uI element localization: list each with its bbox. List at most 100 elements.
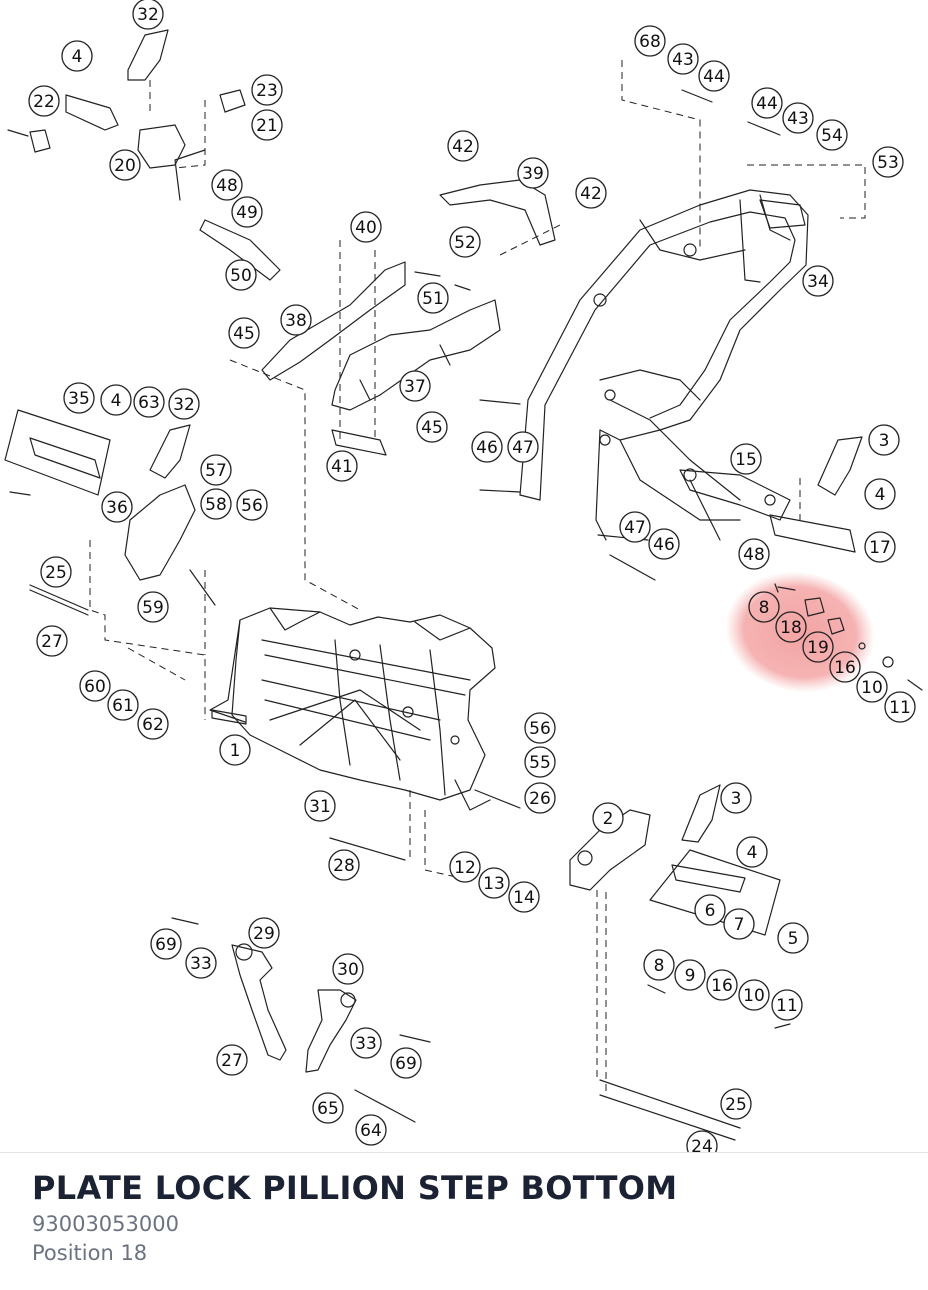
callout-6[interactable]: 6 <box>694 894 726 926</box>
callout-53[interactable]: 53 <box>872 146 904 178</box>
callout-circle <box>251 109 283 141</box>
callout-47[interactable]: 47 <box>507 431 539 463</box>
callout-label: 23 <box>256 81 278 101</box>
callout-16-highlighted[interactable]: 16 <box>829 651 861 683</box>
callout-44[interactable]: 44 <box>751 87 783 119</box>
callout-13[interactable]: 13 <box>478 867 510 899</box>
callout-27[interactable]: 27 <box>216 1044 248 1076</box>
callout-48[interactable]: 48 <box>738 538 770 570</box>
callout-11[interactable]: 11 <box>884 691 916 723</box>
callout-7[interactable]: 7 <box>723 908 755 940</box>
callout-57[interactable]: 57 <box>200 454 232 486</box>
callout-54[interactable]: 54 <box>816 119 848 151</box>
callout-64[interactable]: 64 <box>355 1114 387 1146</box>
callout-32[interactable]: 32 <box>132 0 164 30</box>
callout-1[interactable]: 1 <box>219 734 251 766</box>
callout-41[interactable]: 41 <box>326 450 358 482</box>
callout-circle <box>864 478 896 510</box>
callout-12[interactable]: 12 <box>449 851 481 883</box>
callout-45[interactable]: 45 <box>228 317 260 349</box>
callout-51[interactable]: 51 <box>417 282 449 314</box>
callout-55[interactable]: 55 <box>524 746 556 778</box>
callout-33[interactable]: 33 <box>350 1027 382 1059</box>
callout-58[interactable]: 58 <box>200 488 232 520</box>
callout-label: 30 <box>337 960 359 980</box>
callout-4[interactable]: 4 <box>736 836 768 868</box>
callout-49[interactable]: 49 <box>231 196 263 228</box>
callout-23[interactable]: 23 <box>251 74 283 106</box>
callout-35[interactable]: 35 <box>63 382 95 414</box>
callout-18-highlighted[interactable]: 18 <box>775 611 807 643</box>
callout-50[interactable]: 50 <box>225 259 257 291</box>
callout-21[interactable]: 21 <box>251 109 283 141</box>
callout-10[interactable]: 10 <box>738 979 770 1011</box>
callout-56[interactable]: 56 <box>236 489 268 521</box>
callout-47[interactable]: 47 <box>619 511 651 543</box>
callout-37[interactable]: 37 <box>399 370 431 402</box>
callout-43[interactable]: 43 <box>667 43 699 75</box>
callout-60[interactable]: 60 <box>79 670 111 702</box>
callout-33[interactable]: 33 <box>185 947 217 979</box>
callout-5[interactable]: 5 <box>777 922 809 954</box>
callout-label: 7 <box>734 915 745 935</box>
callout-9[interactable]: 9 <box>674 959 706 991</box>
callout-62[interactable]: 62 <box>137 708 169 740</box>
callout-3[interactable]: 3 <box>868 424 900 456</box>
callout-36[interactable]: 36 <box>101 491 133 523</box>
callout-48[interactable]: 48 <box>211 169 243 201</box>
callout-42[interactable]: 42 <box>447 130 479 162</box>
callout-15[interactable]: 15 <box>730 443 762 475</box>
callout-4[interactable]: 4 <box>61 40 93 72</box>
callout-label: 4 <box>747 843 758 863</box>
callout-22[interactable]: 22 <box>28 85 60 117</box>
callout-10[interactable]: 10 <box>856 671 888 703</box>
callout-46[interactable]: 46 <box>471 431 503 463</box>
callout-45[interactable]: 45 <box>416 411 448 443</box>
callout-19-highlighted[interactable]: 19 <box>802 631 834 663</box>
callout-30[interactable]: 30 <box>332 953 364 985</box>
callout-4[interactable]: 4 <box>864 478 896 510</box>
callout-label: 16 <box>834 658 856 678</box>
callout-68[interactable]: 68 <box>634 25 666 57</box>
callout-3[interactable]: 3 <box>720 782 752 814</box>
callout-circle <box>36 625 68 657</box>
callout-8[interactable]: 8 <box>643 949 675 981</box>
callout-11[interactable]: 11 <box>771 989 803 1021</box>
callout-20[interactable]: 20 <box>109 149 141 181</box>
callout-24[interactable]: 24 <box>686 1130 718 1162</box>
callout-59[interactable]: 59 <box>137 591 169 623</box>
callout-44[interactable]: 44 <box>698 60 730 92</box>
callout-52[interactable]: 52 <box>449 226 481 258</box>
callout-17[interactable]: 17 <box>864 531 896 563</box>
callout-63[interactable]: 63 <box>133 386 165 418</box>
callout-38[interactable]: 38 <box>280 304 312 336</box>
callout-40[interactable]: 40 <box>350 211 382 243</box>
callout-25[interactable]: 25 <box>720 1088 752 1120</box>
callout-56[interactable]: 56 <box>524 712 556 744</box>
callout-25[interactable]: 25 <box>40 556 72 588</box>
callout-32[interactable]: 32 <box>168 388 200 420</box>
callout-28[interactable]: 28 <box>328 849 360 881</box>
callout-14[interactable]: 14 <box>508 881 540 913</box>
callout-label: 4 <box>875 485 886 505</box>
callout-27[interactable]: 27 <box>36 625 68 657</box>
callout-69[interactable]: 69 <box>150 928 182 960</box>
callout-circle <box>280 304 312 336</box>
callout-61[interactable]: 61 <box>107 689 139 721</box>
callout-29[interactable]: 29 <box>248 917 280 949</box>
callout-46[interactable]: 46 <box>648 528 680 560</box>
callout-4[interactable]: 4 <box>100 384 132 416</box>
callout-69[interactable]: 69 <box>390 1047 422 1079</box>
callout-42[interactable]: 42 <box>575 177 607 209</box>
callout-2[interactable]: 2 <box>592 802 624 834</box>
callout-31[interactable]: 31 <box>304 790 336 822</box>
callout-26[interactable]: 26 <box>524 782 556 814</box>
callout-16[interactable]: 16 <box>706 969 738 1001</box>
callout-65[interactable]: 65 <box>312 1092 344 1124</box>
callout-39[interactable]: 39 <box>517 157 549 189</box>
callout-43[interactable]: 43 <box>782 102 814 134</box>
callout-34[interactable]: 34 <box>802 265 834 297</box>
callout-8-highlighted[interactable]: 8 <box>748 591 780 623</box>
rear-subframe <box>519 189 809 541</box>
callout-circle <box>40 556 72 588</box>
